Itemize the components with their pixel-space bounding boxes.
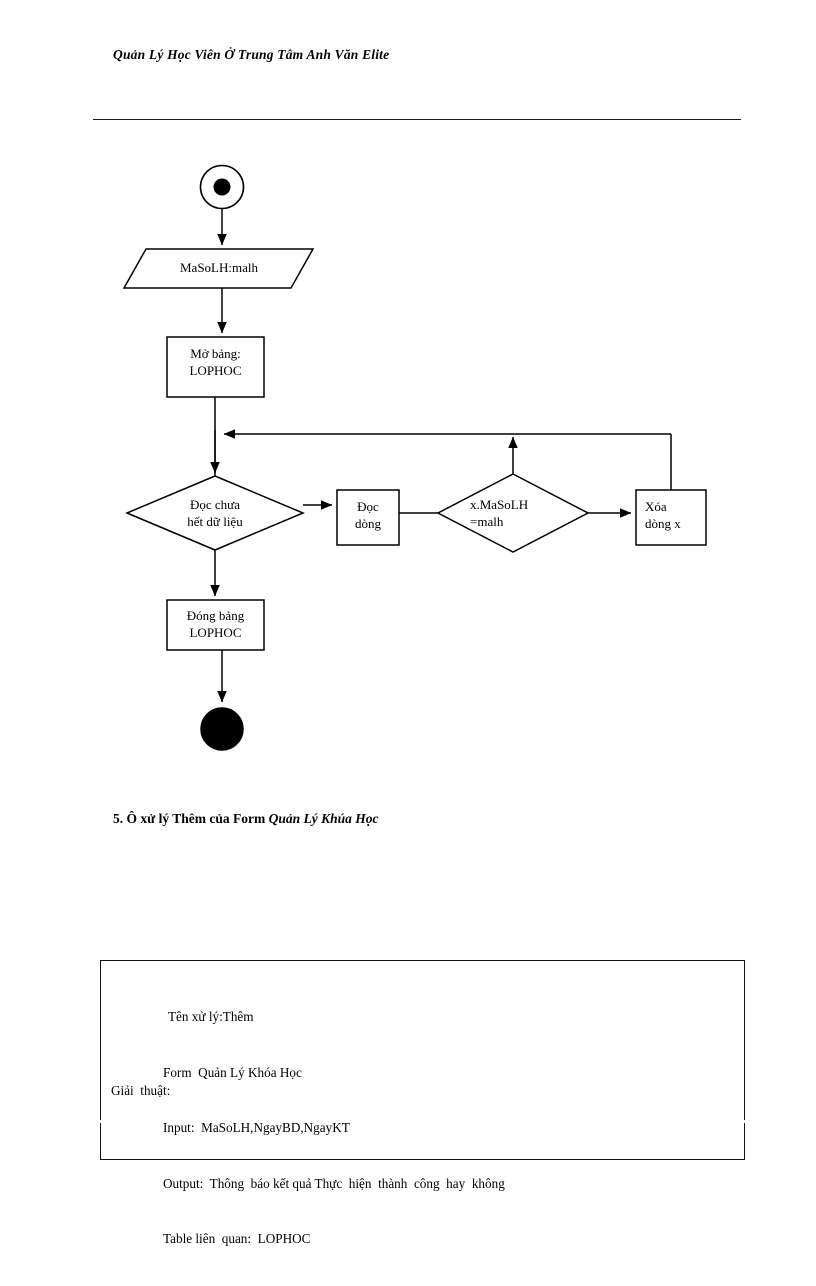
input-node-label: MaSoLH:malh xyxy=(180,260,258,275)
readcheck-label: Đọc chưa hết dữ liệu xyxy=(187,497,243,529)
section-heading-plain: 5. Ô xử lý Thêm của Form xyxy=(113,811,269,826)
spec-line-form: Form Quản Lý Khóa Học xyxy=(163,1064,302,1080)
section-heading: 5. Ô xử lý Thêm của Form Quản Lý Khúa Họ… xyxy=(113,811,379,827)
page-bottom-edge xyxy=(0,1120,816,1123)
spec-lines: Tên xử lý:Thêm Form Quản Lý Khóa Học Inp… xyxy=(163,971,505,1286)
read-row-box xyxy=(336,489,400,546)
start-node-dot xyxy=(213,178,231,196)
flowchart-diagram: MaSoLH:malh Mở bảng: LOPHOC Đọc chưa hết… xyxy=(122,164,707,751)
spec-line-output: Output: Thông báo kết quả Thực hiện thàn… xyxy=(163,1175,505,1191)
close-table-box xyxy=(166,599,265,651)
read-row-label: Đọc dòng xyxy=(355,499,381,531)
open-table-label: Mở bảng: LOPHOC xyxy=(189,346,242,378)
end-node xyxy=(200,707,244,751)
header-divider xyxy=(93,119,741,120)
close-table-label: Đóng bảng LOPHOC xyxy=(186,608,245,640)
delete-row-label: Xóa dòng x xyxy=(645,499,681,531)
spec-algorithm-label: Giải thuật: xyxy=(111,1083,171,1098)
compare-label: x.MaSoLH =malh xyxy=(470,497,529,529)
page-header-title: Quản Lý Học Viên Ở Trung Tâm Anh Văn Eli… xyxy=(113,47,390,62)
document-page: Quản Lý Học Viên Ở Trung Tâm Anh Văn Eli… xyxy=(0,47,816,1246)
section-heading-emphasis: Quản Lý Khúa Học xyxy=(268,811,379,826)
input-parallelogram xyxy=(122,248,315,289)
process-spec-box: Tên xử lý:Thêm Form Quản Lý Khóa Học Inp… xyxy=(100,960,745,1246)
delete-row-box xyxy=(635,489,707,546)
spec-line-table: Table liên quan: LOPHOC xyxy=(163,1231,311,1246)
compare-diamond xyxy=(436,473,590,553)
spec-line-name: Tên xử lý:Thêm xyxy=(168,1009,254,1024)
